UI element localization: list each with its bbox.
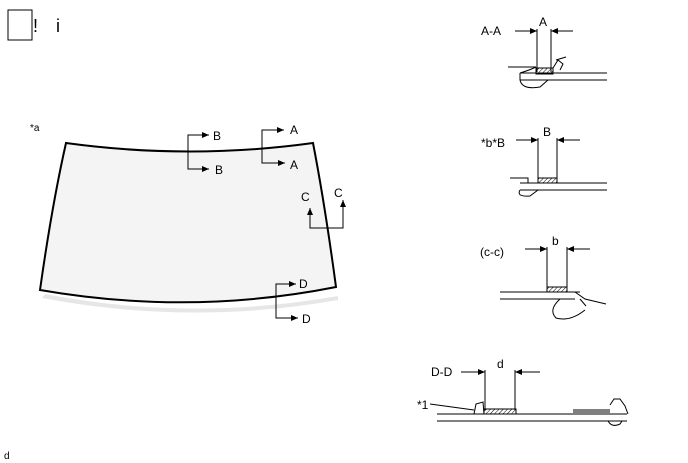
section-c-dimension: b [552,234,559,248]
windshield-glass [38,141,338,304]
footer-note: d [4,451,10,462]
section-cut-d: D D [275,277,311,326]
windshield-callout: *a [30,123,40,134]
windshield-view: *a B B A A C C D D [30,123,346,326]
body-panel-d [437,413,627,422]
cut-c-right-label: C [334,186,343,200]
section-d-title: D-D [431,365,453,379]
adhesive-hatch-d [483,408,517,415]
cut-a-lower-label: A [290,158,298,172]
dam-d [473,401,485,415]
section-d-d: D-D d *1 [417,357,629,426]
body-panel-c [500,291,580,300]
adhesive-hatch-b [537,177,558,184]
section-b-title: *b*B [481,136,505,150]
cut-d-lower-label: D [302,312,311,326]
glass-panel-b [510,177,539,197]
icon-frame [7,9,33,41]
section-b: *b*B B [481,125,607,197]
section-d-dimension: d [497,357,504,371]
part-callout-1: *1 [417,398,429,412]
section-a-title: A-A [481,24,501,38]
body-panel-a [519,72,607,81]
section-cut-b: B B [187,129,223,177]
cut-b-lower-label: B [215,163,223,177]
cut-d-upper-label: D [299,277,308,291]
section-c-c: (c-c) b [480,234,607,320]
exclamation-icon: ! [33,16,38,36]
cowl-panel-d [573,398,629,426]
cut-c-left-label: C [301,190,310,204]
info-icon: i [56,16,60,36]
cut-b-upper-label: B [213,129,221,143]
windshield-shadow [42,294,338,313]
section-a-a: A-A A [481,15,607,89]
glass-panel-a [508,66,537,74]
body-panel-b [520,182,607,191]
section-c-title: (c-c) [480,245,504,259]
section-b-dimension: B [543,125,551,139]
adhesive-hatch-c [546,286,568,293]
section-cut-a: A A [261,123,298,172]
adhesive-hatch-a [535,67,554,75]
section-a-dimension: A [539,15,547,29]
cut-a-upper-label: A [290,123,298,137]
molding-a [519,56,567,89]
section-cut-c: C C [301,186,346,229]
molding-c [552,291,607,320]
caution-icon-box: ! i [7,9,60,41]
